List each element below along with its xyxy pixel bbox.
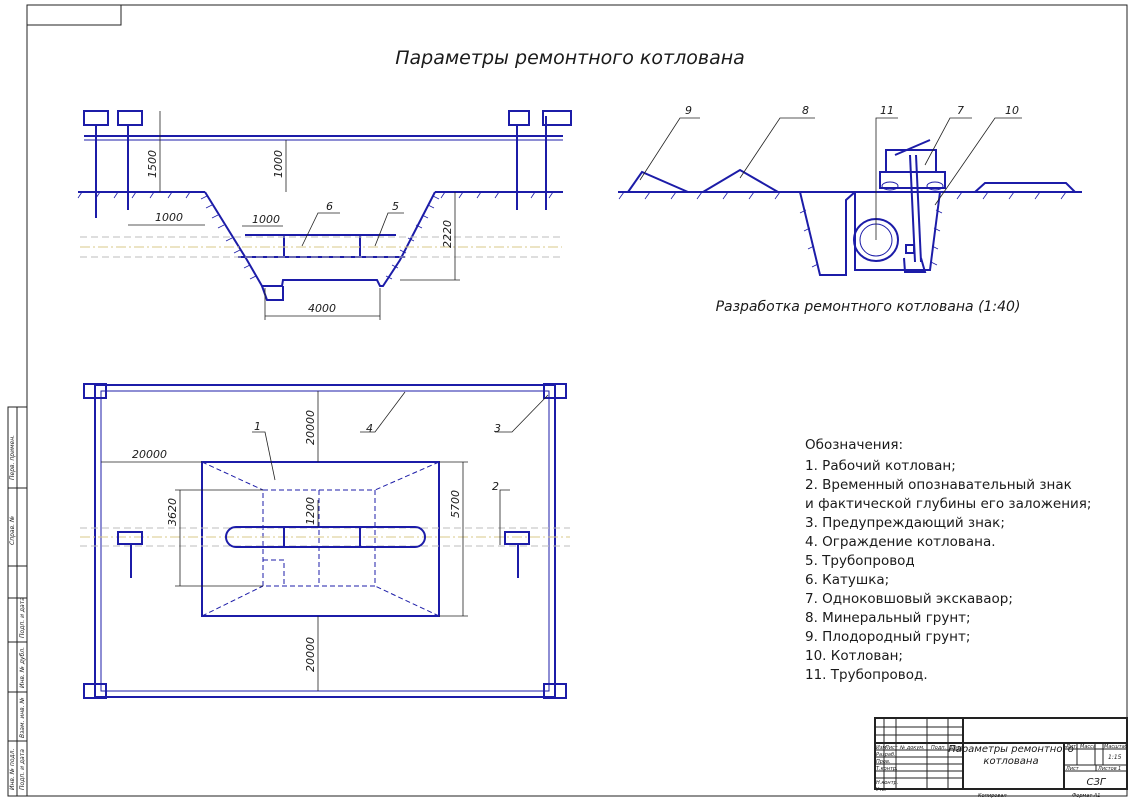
- dim-1000-vert: 1000: [272, 150, 285, 178]
- legend-item: 9. Плодородный грунт;: [805, 629, 970, 645]
- tb-prov: Пров.: [876, 759, 891, 765]
- tb-ndoc: № докум.: [899, 745, 925, 751]
- dim-1000-inner: 1000: [252, 213, 280, 226]
- title-block-text: Изм Лист № докум. Подп. Дата Разраб. Про…: [876, 744, 1128, 799]
- tb-sheets-value: 1: [1118, 766, 1121, 772]
- tb-col-lit: Лит.: [1065, 744, 1078, 750]
- callout-3: 3: [494, 422, 501, 435]
- side-stamp-3: Подп. и дата: [19, 597, 26, 638]
- dim-4000: 4000: [308, 302, 336, 315]
- side-stamp-5: Взам. инв. №: [19, 697, 26, 738]
- excavation-view: [618, 117, 1082, 276]
- callout-2: 2: [492, 480, 499, 493]
- legend-title: Обозначения:: [805, 437, 903, 453]
- callout-8: 8: [802, 104, 809, 117]
- legend-item: 7. Одноковшовый экскаваор;: [805, 591, 1013, 607]
- plan-view: [80, 383, 570, 699]
- legend-item: 10. Котлован;: [805, 648, 903, 664]
- dim-1500: 1500: [146, 150, 159, 178]
- callout-4: 4: [366, 422, 373, 435]
- callout-11: 11: [880, 104, 894, 117]
- tb-nkontr: Н.контр.: [876, 780, 898, 786]
- tb-name-line2: котлована: [983, 756, 1038, 767]
- legend-item: 3. Предупреждающий знак;: [805, 515, 1005, 531]
- title-block: [874, 717, 1128, 790]
- tb-tkontr: Т.контр.: [876, 766, 898, 772]
- dim-1000-left: 1000: [155, 211, 183, 224]
- side-stamp-7: Инв. № подл.: [9, 749, 16, 790]
- tb-sheet-label: Лист: [1065, 766, 1080, 772]
- dim-1200: 1200: [304, 497, 317, 525]
- side-stamp-6: Подп. и дата: [19, 749, 26, 790]
- side-stamp-2: Справ. №: [9, 516, 16, 545]
- side-stamp-4: Инв. № дубл.: [19, 647, 26, 688]
- tb-utv: Утв.: [876, 787, 887, 793]
- tb-razrab: Разраб.: [876, 752, 896, 758]
- tb-list: Лист: [884, 745, 899, 751]
- callout-5: 5: [392, 200, 399, 213]
- legend-item: 5. Трубопровод: [805, 553, 915, 569]
- side-stamp-1: Перв. примен.: [9, 435, 16, 480]
- legend: Обозначения: 1. Рабочий котлован; 2. Вре…: [805, 437, 1091, 683]
- tb-col-mass: Масса: [1080, 744, 1096, 750]
- tb-scale: 1:15: [1108, 754, 1122, 761]
- drawing-title: Параметры ремонтного котлована: [395, 47, 745, 69]
- sheet-frame: [7, 4, 1128, 797]
- callout-1: 1: [254, 420, 261, 433]
- dim-20000-top: 20000: [304, 410, 317, 445]
- dim-3620: 3620: [166, 498, 179, 526]
- dim-5700: 5700: [449, 490, 462, 518]
- legend-item: 8. Минеральный грунт;: [805, 610, 971, 626]
- legend-item: 11. Трубопровод.: [805, 667, 928, 683]
- tb-name-line1: Параметры ремонтного: [948, 744, 1074, 755]
- side-stamp-labels: Перв. примен. Справ. № Подп. и дата Инв.…: [9, 435, 26, 790]
- legend-item: 4. Ограждение котлована.: [805, 534, 996, 550]
- dim-20000-left: 20000: [132, 448, 167, 461]
- callout-9: 9: [685, 104, 692, 117]
- dim-2220: 2220: [441, 220, 454, 248]
- tb-sheets-label: Листов: [1097, 766, 1117, 772]
- legend-item: 2. Временный опознавательный знак: [805, 477, 1072, 493]
- tb-col-scale: Масштаб: [1104, 744, 1128, 750]
- tb-copied: Копировал: [978, 793, 1007, 799]
- plan-dims: 20000 20000 20000 3620 1200 5700 1 2 3 4: [132, 410, 501, 672]
- legend-item: и фактической глубины его заложения;: [805, 496, 1091, 512]
- section-dims: 1500 1000 1000 1000 2220 4000 6 5: [146, 150, 454, 315]
- callout-6: 6: [326, 200, 333, 213]
- section-view: [77, 110, 572, 320]
- tb-date: Дата: [949, 745, 963, 751]
- excavation-callouts: 9 8 11 7 10: [685, 104, 1019, 117]
- tb-format: Формат А1: [1072, 793, 1100, 799]
- excavation-caption: Разработка ремонтного котлована (1:40): [716, 299, 1021, 315]
- dim-20000-bottom: 20000: [304, 637, 317, 672]
- tb-izm: Изм: [876, 745, 886, 751]
- legend-item: 6. Катушка;: [805, 572, 889, 588]
- legend-item: 1. Рабочий котлован;: [805, 458, 956, 474]
- tb-org: СЗГ: [1087, 777, 1107, 788]
- callout-10: 10: [1005, 104, 1019, 117]
- tb-sign: Подп.: [931, 745, 946, 751]
- callout-7: 7: [957, 104, 964, 117]
